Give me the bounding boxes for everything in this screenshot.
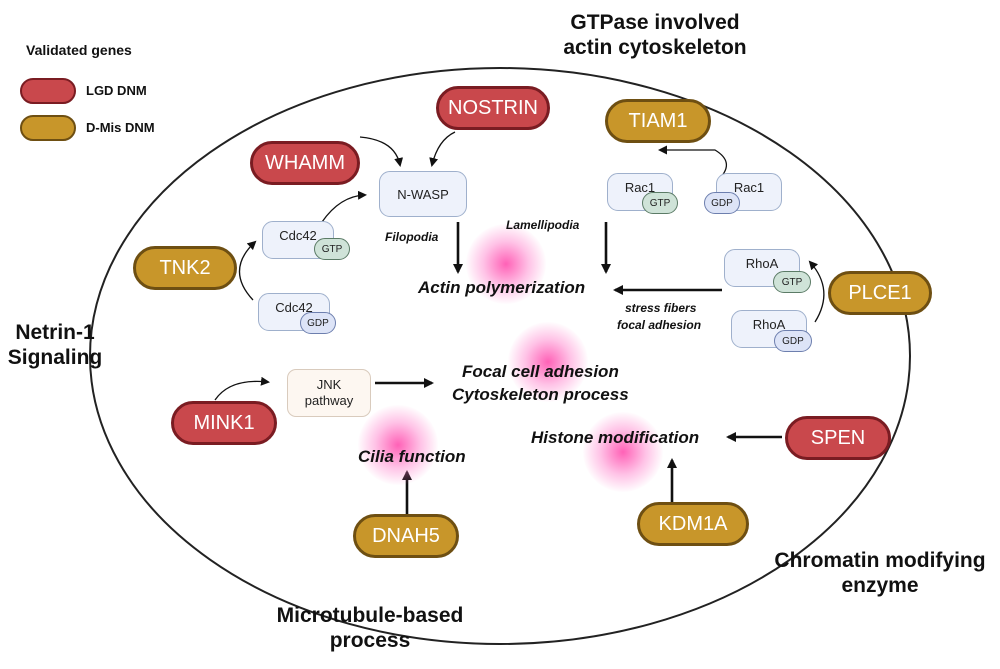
nucleotide-rhoa-gtp: GTP <box>773 271 811 293</box>
process-actin-polymerization: Actin polymerization <box>418 278 586 297</box>
label-filopodia: Filopodia <box>385 230 439 244</box>
label-focal-adhesion: focal adhesion <box>617 318 702 332</box>
legend-swatch-dmis <box>20 115 76 141</box>
glow-histone <box>583 412 663 492</box>
arrow-nostrin-nwasp <box>429 131 456 167</box>
protein-cdc42-gtp-label: Cdc42 <box>279 228 317 243</box>
gene-tnk2: TNK2 <box>133 246 237 290</box>
section-title-microtubule: Microtubule-based process <box>276 604 464 652</box>
protein-cdc42-gdp-label: Cdc42 <box>275 300 313 315</box>
glow-actin <box>466 224 546 304</box>
process-focal-cell-adhesion: Focal cell adhesion <box>462 362 619 381</box>
nucleotide-rac1-gdp: GDP <box>704 192 740 214</box>
legend-label-lgd: LGD DNM <box>86 83 147 98</box>
arrow-cdc42-cycle <box>238 240 257 301</box>
protein-nwasp: N-WASP <box>379 171 467 217</box>
protein-rhoa-gdp-label: RhoA <box>752 317 786 332</box>
protein-nwasp-label: N-WASP <box>397 186 449 202</box>
protein-rhoa-gtp-label: RhoA <box>745 256 779 271</box>
jnk-pathway: JNK pathway <box>287 369 371 417</box>
section-title-netrin: Netrin-1 Signaling <box>7 321 103 369</box>
arrow-mink1-jnk <box>214 376 270 401</box>
protein-rac1-gdp-label: Rac1 <box>733 180 765 195</box>
arrow-tiam1-rac1 <box>658 145 727 179</box>
gene-whamm: WHAMM <box>250 141 360 185</box>
nucleotide-rhoa-gdp: GDP <box>774 330 812 352</box>
glow-cilia <box>358 405 438 485</box>
process-cilia-function: Cilia function <box>358 447 466 466</box>
gene-nostrin: NOSTRIN <box>436 86 550 130</box>
section-title-gtpase: GTPase involved actin cytoskeleton <box>563 11 747 59</box>
gene-dnah5: DNAH5 <box>353 514 459 558</box>
arrow-cdc42-nwasp <box>321 190 367 223</box>
process-cytoskeleton: Cytoskeleton process <box>452 385 629 404</box>
arrow-rhoa-cycle <box>808 260 825 323</box>
glow-focal <box>508 322 588 402</box>
cell-ellipse <box>89 67 911 645</box>
gene-mink1: MINK1 <box>171 401 277 445</box>
nucleotide-cdc42-gdp: GDP <box>300 312 336 334</box>
gene-tiam1: TIAM1 <box>605 99 711 143</box>
arrow-whamm-nwasp <box>359 136 404 167</box>
legend-title: Validated genes <box>26 42 132 58</box>
nucleotide-rac1-gtp: GTP <box>642 192 678 214</box>
gene-spen: SPEN <box>785 416 891 460</box>
process-histone-modification: Histone modification <box>531 428 700 447</box>
protein-rac1-gtp-label: Rac1 <box>624 180 656 195</box>
legend-label-dmis: D-Mis DNM <box>86 120 155 135</box>
nucleotide-cdc42-gtp: GTP <box>314 238 350 260</box>
label-stress-fibers: stress fibers <box>625 301 697 315</box>
protein-rac1-gtp: Rac1 <box>607 173 673 211</box>
gene-kdm1a: KDM1A <box>637 502 749 546</box>
label-lamellipodia: Lamellipodia <box>506 218 580 232</box>
section-title-chromatin: Chromatin modifying enzyme <box>774 549 986 597</box>
legend-swatch-lgd <box>20 78 76 104</box>
gene-plce1: PLCE1 <box>828 271 932 315</box>
